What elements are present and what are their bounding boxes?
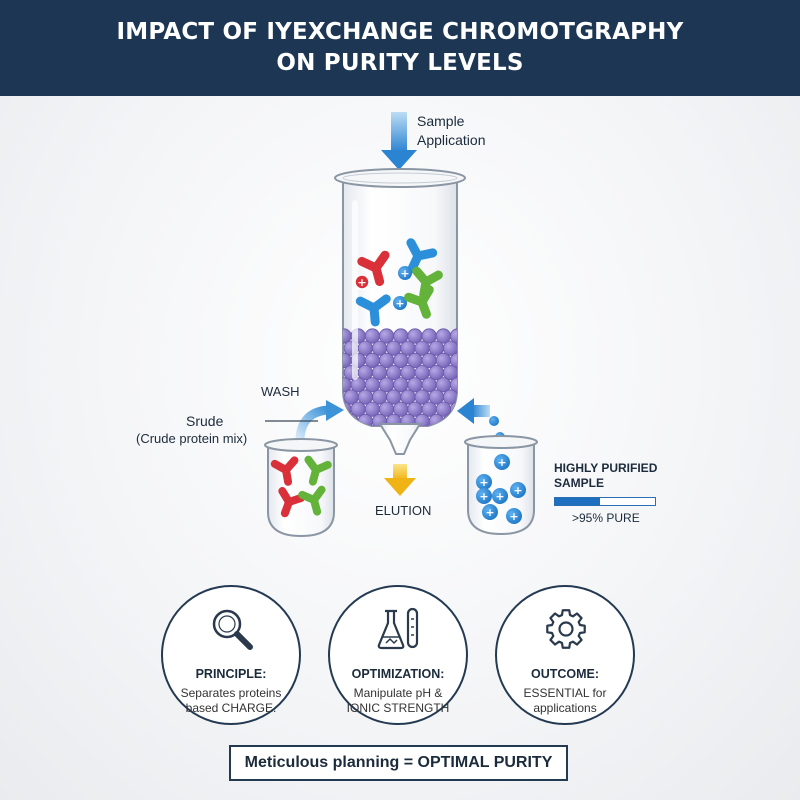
optimization-description: Manipulate pH & IONIC STRENGTH xyxy=(338,686,458,716)
purified-protein xyxy=(476,488,492,504)
magnifier-icon xyxy=(212,609,253,650)
optimization-line-1: Manipulate pH & xyxy=(353,686,443,700)
outcome-card: OUTCOME: ESSENTIAL for applications xyxy=(495,585,635,725)
principle-line-2: based CHARGE. xyxy=(185,701,277,715)
sample-line-2: Application xyxy=(417,132,486,148)
resin-bead xyxy=(442,413,457,426)
purity-bar xyxy=(554,497,656,506)
outcome-description: ESSENTIAL for applications xyxy=(505,686,625,716)
purity-bar-fill xyxy=(555,498,600,505)
positive-charge-sign: + xyxy=(509,510,518,523)
gear-icon xyxy=(546,609,586,649)
resin-bead xyxy=(442,389,457,405)
resin-beads xyxy=(343,328,457,426)
purified-line-1: HIGHLY PURIFIED xyxy=(554,461,658,475)
svg-text:+: + xyxy=(400,267,409,280)
purified-protein xyxy=(494,454,510,470)
purified-protein-dots: +++++++ xyxy=(476,454,526,524)
principle-title: PRINCIPLE: xyxy=(195,667,267,681)
elution-arrow xyxy=(384,464,416,496)
crude-sublabel: (Crude protein mix) xyxy=(136,431,248,446)
optimization-card: OPTIMIZATION: Manipulate pH & IONIC STRE… xyxy=(328,585,468,725)
purified-protein xyxy=(510,482,526,498)
purified-label: HIGHLY PURIFIED SAMPLE xyxy=(554,461,657,491)
purified-protein xyxy=(506,508,522,524)
elution-label: ELUTION xyxy=(375,503,432,518)
resin-bead xyxy=(449,352,457,368)
optimization-line-2: IONIC STRENGTH xyxy=(346,701,450,715)
resin-bead xyxy=(449,377,457,393)
principle-card: PRINCIPLE: Separates proteins based CHAR… xyxy=(161,585,301,725)
red-protein xyxy=(357,250,390,287)
outcome-line-1: ESSENTIAL for xyxy=(523,686,607,700)
purified-beaker: +++++++ xyxy=(464,435,538,536)
purified-protein xyxy=(476,474,492,490)
outcome-title: OUTCOME: xyxy=(530,667,600,681)
sample-application-label: Sample Application xyxy=(417,112,486,150)
title-line-2: ON PURITY LEVELS xyxy=(276,50,524,76)
positive-charge-sign: + xyxy=(479,490,488,503)
purified-protein xyxy=(482,504,498,520)
optimization-title: OPTIMIZATION: xyxy=(351,667,445,681)
resin-bead xyxy=(442,340,457,356)
purity-text: >95% PURE xyxy=(572,511,640,525)
wash-arrow xyxy=(295,400,344,443)
principle-description: Separates proteins based CHARGE. xyxy=(171,686,291,716)
crude-label: Srude xyxy=(186,413,224,429)
sample-line-1: Sample xyxy=(417,113,465,129)
purified-line-2: SAMPLE xyxy=(554,476,605,490)
resin-bead xyxy=(442,364,457,381)
outcome-line-2: applications xyxy=(533,701,597,715)
sample-application-arrow xyxy=(381,112,417,170)
positive-charge-sign: + xyxy=(485,506,494,519)
flask-and-tube-icon xyxy=(377,607,419,650)
resin-bead xyxy=(343,413,359,426)
wash-label: WASH xyxy=(261,384,300,399)
svg-text:+: + xyxy=(357,276,366,289)
positive-charge-sign: + xyxy=(479,476,488,489)
svg-text:+: + xyxy=(395,297,404,310)
positive-charge-sign: + xyxy=(513,484,522,497)
chromatography-column xyxy=(334,168,466,455)
crude-beaker xyxy=(264,438,338,538)
title-banner: IMPACT OF IYEXCHANGE CHROMOTGRAPHY ON PU… xyxy=(0,0,800,96)
principle-line-1: Separates proteins xyxy=(180,686,282,700)
purified-protein xyxy=(492,488,508,504)
positive-charge-sign: + xyxy=(497,456,506,469)
footer-summary: Meticulous planning = OPTIMAL PURITY xyxy=(229,745,568,781)
title-line-1: IMPACT OF IYEXCHANGE CHROMOTGRAPHY xyxy=(116,19,684,45)
positive-charge-sign: + xyxy=(495,490,504,503)
column-proteins: + + + xyxy=(354,238,443,327)
resin-bead xyxy=(449,328,457,344)
